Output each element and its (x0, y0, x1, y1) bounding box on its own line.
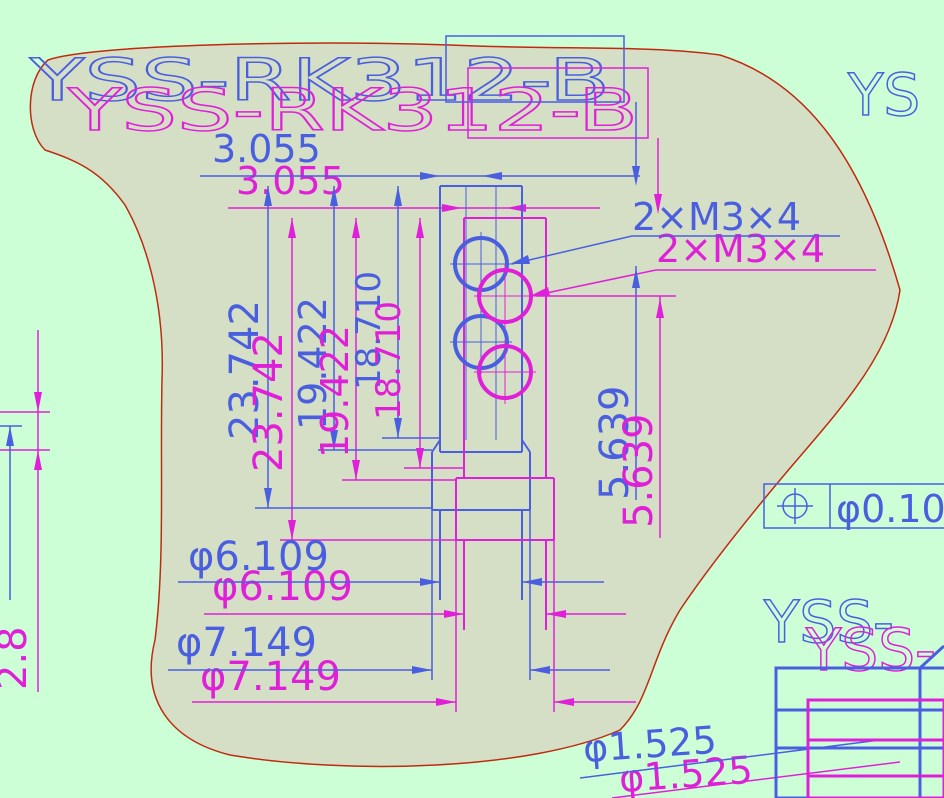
height-middle-b: 19.422 (313, 325, 357, 458)
width-dim-a: 3.055 (212, 127, 321, 171)
dia-small-b: φ6.109 (212, 564, 353, 610)
arrow (352, 218, 360, 238)
height-middle-a: 19.422 (291, 297, 335, 430)
height-outer-b: 23.742 (246, 332, 292, 472)
arrow (442, 204, 462, 212)
dia-bottom-b: φ1.525 (618, 748, 755, 798)
arrow (436, 698, 456, 706)
dia-large-b: φ7.149 (200, 654, 341, 700)
height-outer-a: 23.742 (222, 300, 268, 440)
arrow (420, 578, 440, 586)
arrow (6, 426, 14, 446)
arrow (412, 666, 432, 674)
arrow (34, 450, 42, 470)
right-partial-label: YS (847, 61, 920, 129)
hole-b-2 (474, 340, 536, 404)
lower-right-block (774, 644, 944, 798)
arrow (330, 430, 338, 450)
arrow (632, 166, 640, 186)
arrow (394, 186, 402, 206)
dia-large-a: φ7.149 (176, 620, 317, 666)
part-label-a: YSS-RK312-B (28, 46, 610, 114)
width-dim-b: 3.055 (236, 159, 345, 203)
arrow (416, 218, 424, 238)
right-lower-label-a: YSS- (763, 588, 894, 656)
thread-note-a: 2×M3×4 (632, 195, 801, 239)
arrow (264, 186, 272, 206)
dia-bottom-leader-b (611, 761, 901, 798)
arrow (522, 578, 542, 586)
arrow (420, 172, 440, 180)
thread-leader-a2 (511, 235, 633, 265)
tolerance-frame: φ0.10 (763, 483, 944, 531)
part-label-b: YSS-RK312-B (66, 76, 638, 144)
hole-offset-a: 5.639 (592, 385, 638, 500)
highlight-region (29, 42, 901, 768)
arrow (654, 194, 662, 214)
right-lower-label-b: YSS- (805, 616, 936, 684)
position-icon (777, 488, 813, 524)
arrow (530, 287, 550, 296)
arrow (330, 186, 338, 206)
tolerance-value: φ0.10 (836, 487, 944, 531)
part-outline-a (431, 185, 531, 600)
arrow (482, 172, 502, 180)
height-inner-b: 18.710 (369, 301, 409, 420)
thread-note-b: 2×M3×4 (656, 227, 825, 271)
arrow (656, 298, 664, 318)
left-partial-dim: 2.8 (0, 626, 36, 690)
label-frame-a (445, 35, 625, 103)
arrow (530, 666, 550, 674)
hole-offset-b: 5.639 (616, 413, 662, 528)
dia-small-a: φ6.109 (188, 534, 329, 580)
arrow (444, 610, 464, 618)
arrow (394, 418, 402, 438)
label-frame-b (467, 67, 649, 139)
arrow (264, 488, 272, 508)
dia-bottom-leader-a (579, 739, 881, 779)
arrow (632, 268, 640, 288)
arrow (34, 392, 42, 412)
arrow (288, 520, 296, 540)
left-partial-dim-lines (0, 330, 50, 692)
arrow (416, 448, 424, 468)
height-inner-a: 18.710 (349, 271, 389, 390)
arrow (554, 698, 574, 706)
dia-bottom-a: φ1.525 (582, 718, 719, 771)
arrow (352, 460, 360, 480)
arrow (288, 218, 296, 238)
arrow (510, 255, 530, 264)
part-outline-b (455, 217, 555, 630)
arrow (546, 610, 566, 618)
height-dim-lines (255, 186, 464, 541)
